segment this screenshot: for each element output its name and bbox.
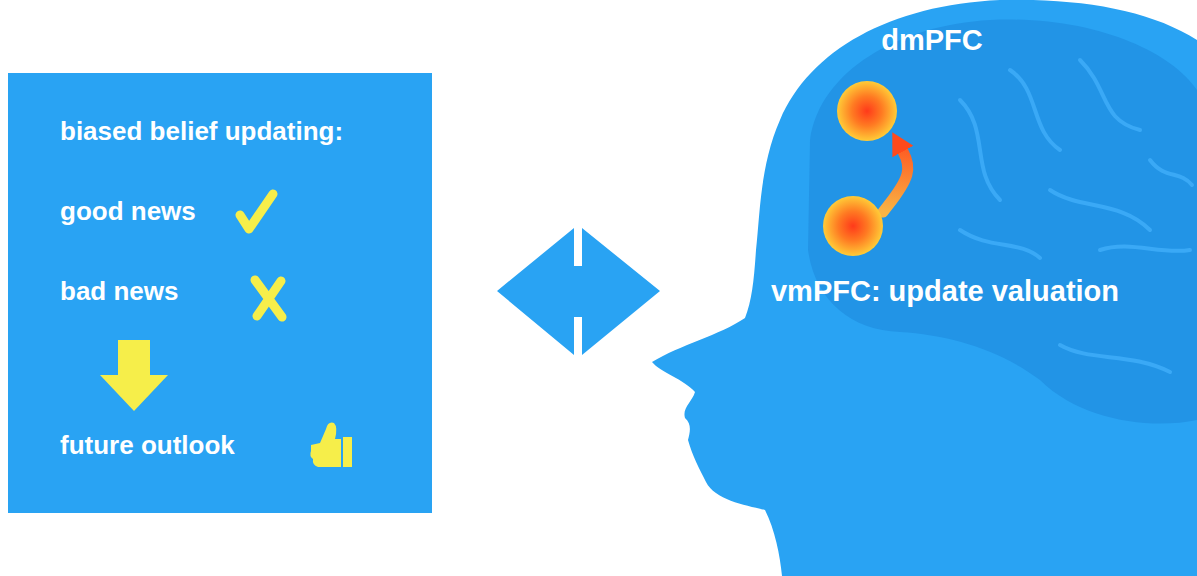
brain-sulci — [960, 60, 1192, 372]
sulcus — [960, 230, 1040, 258]
sulcus — [1050, 190, 1150, 230]
brain-region-circle: dmPFC — [837, 81, 897, 141]
panel-item: bad news — [60, 277, 178, 307]
head-silhouette — [652, 0, 1197, 576]
sulcus — [1150, 160, 1192, 185]
sulcus — [960, 100, 1000, 200]
thumbs-up-hand — [310, 423, 341, 467]
brain-shape — [808, 20, 1197, 424]
info-panel: biased belief updating: good news bad news… — [8, 73, 432, 513]
brain-region-circle: vmPFC: update valuation — [823, 196, 883, 256]
sulcus — [1060, 345, 1170, 372]
panel-item: future outlook — [60, 431, 235, 461]
check-mark — [240, 194, 273, 229]
cross-mark — [255, 280, 282, 317]
region-label: dmPFC — [881, 24, 983, 57]
thumbs-up-cuff — [343, 437, 352, 467]
panel-item: good news — [60, 197, 196, 227]
down-arrow-head — [100, 375, 168, 411]
panel-heading: biased belief updating: — [60, 117, 343, 147]
down-arrow-shaft — [118, 340, 150, 376]
sulcus — [1100, 246, 1190, 251]
sulcus — [1010, 70, 1060, 150]
sulcus — [1080, 60, 1140, 130]
curved-arrow — [883, 148, 908, 212]
region-label: vmPFC: update valuation — [771, 275, 1119, 308]
double-arrow — [497, 228, 660, 355]
